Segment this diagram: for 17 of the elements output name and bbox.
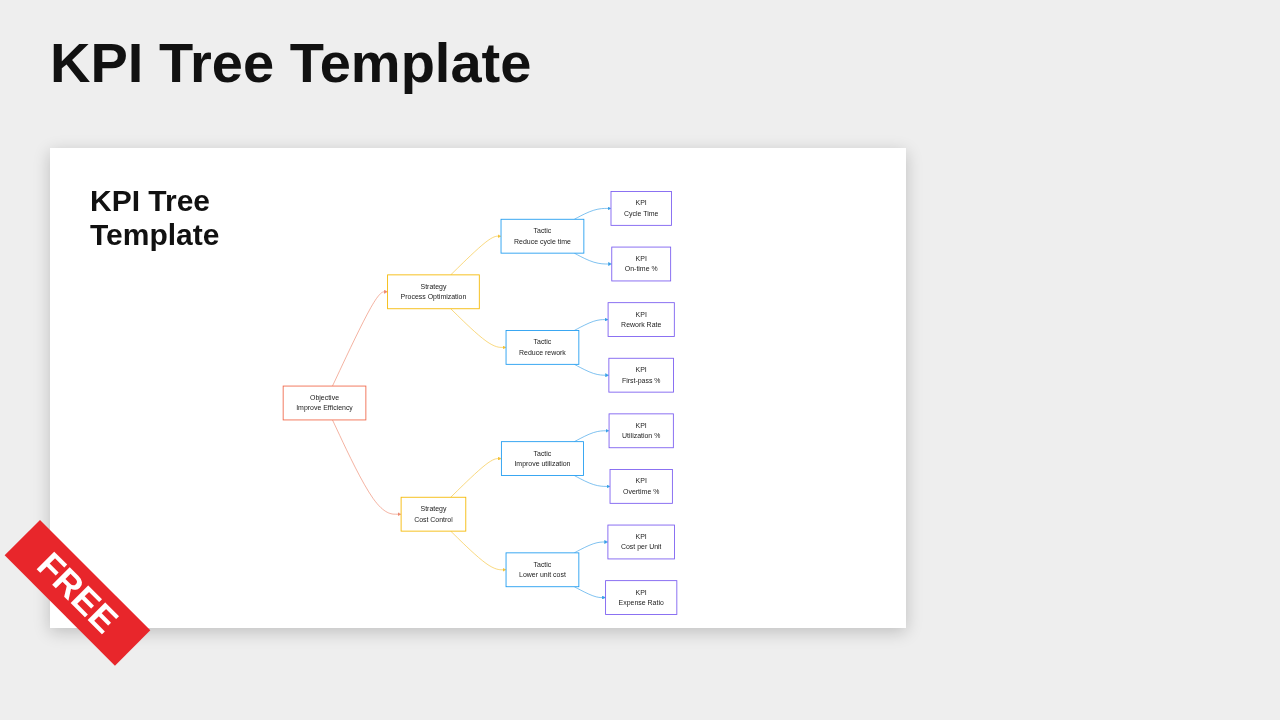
node-box [282,385,367,421]
node-box [608,357,674,393]
node-box [505,330,580,365]
slide-title: KPI Tree Template [90,184,221,252]
page-title: KPI Tree Template [50,30,532,95]
node-box [387,274,480,310]
node-box [607,524,675,560]
node-box [609,469,673,504]
node-box [505,552,580,588]
node-box [605,580,678,615]
node-box [610,191,672,226]
node-box [500,441,584,476]
node-box [400,496,467,532]
node-box [611,246,672,282]
node-box [500,218,585,254]
node-box [608,413,674,449]
node-box [607,302,675,337]
